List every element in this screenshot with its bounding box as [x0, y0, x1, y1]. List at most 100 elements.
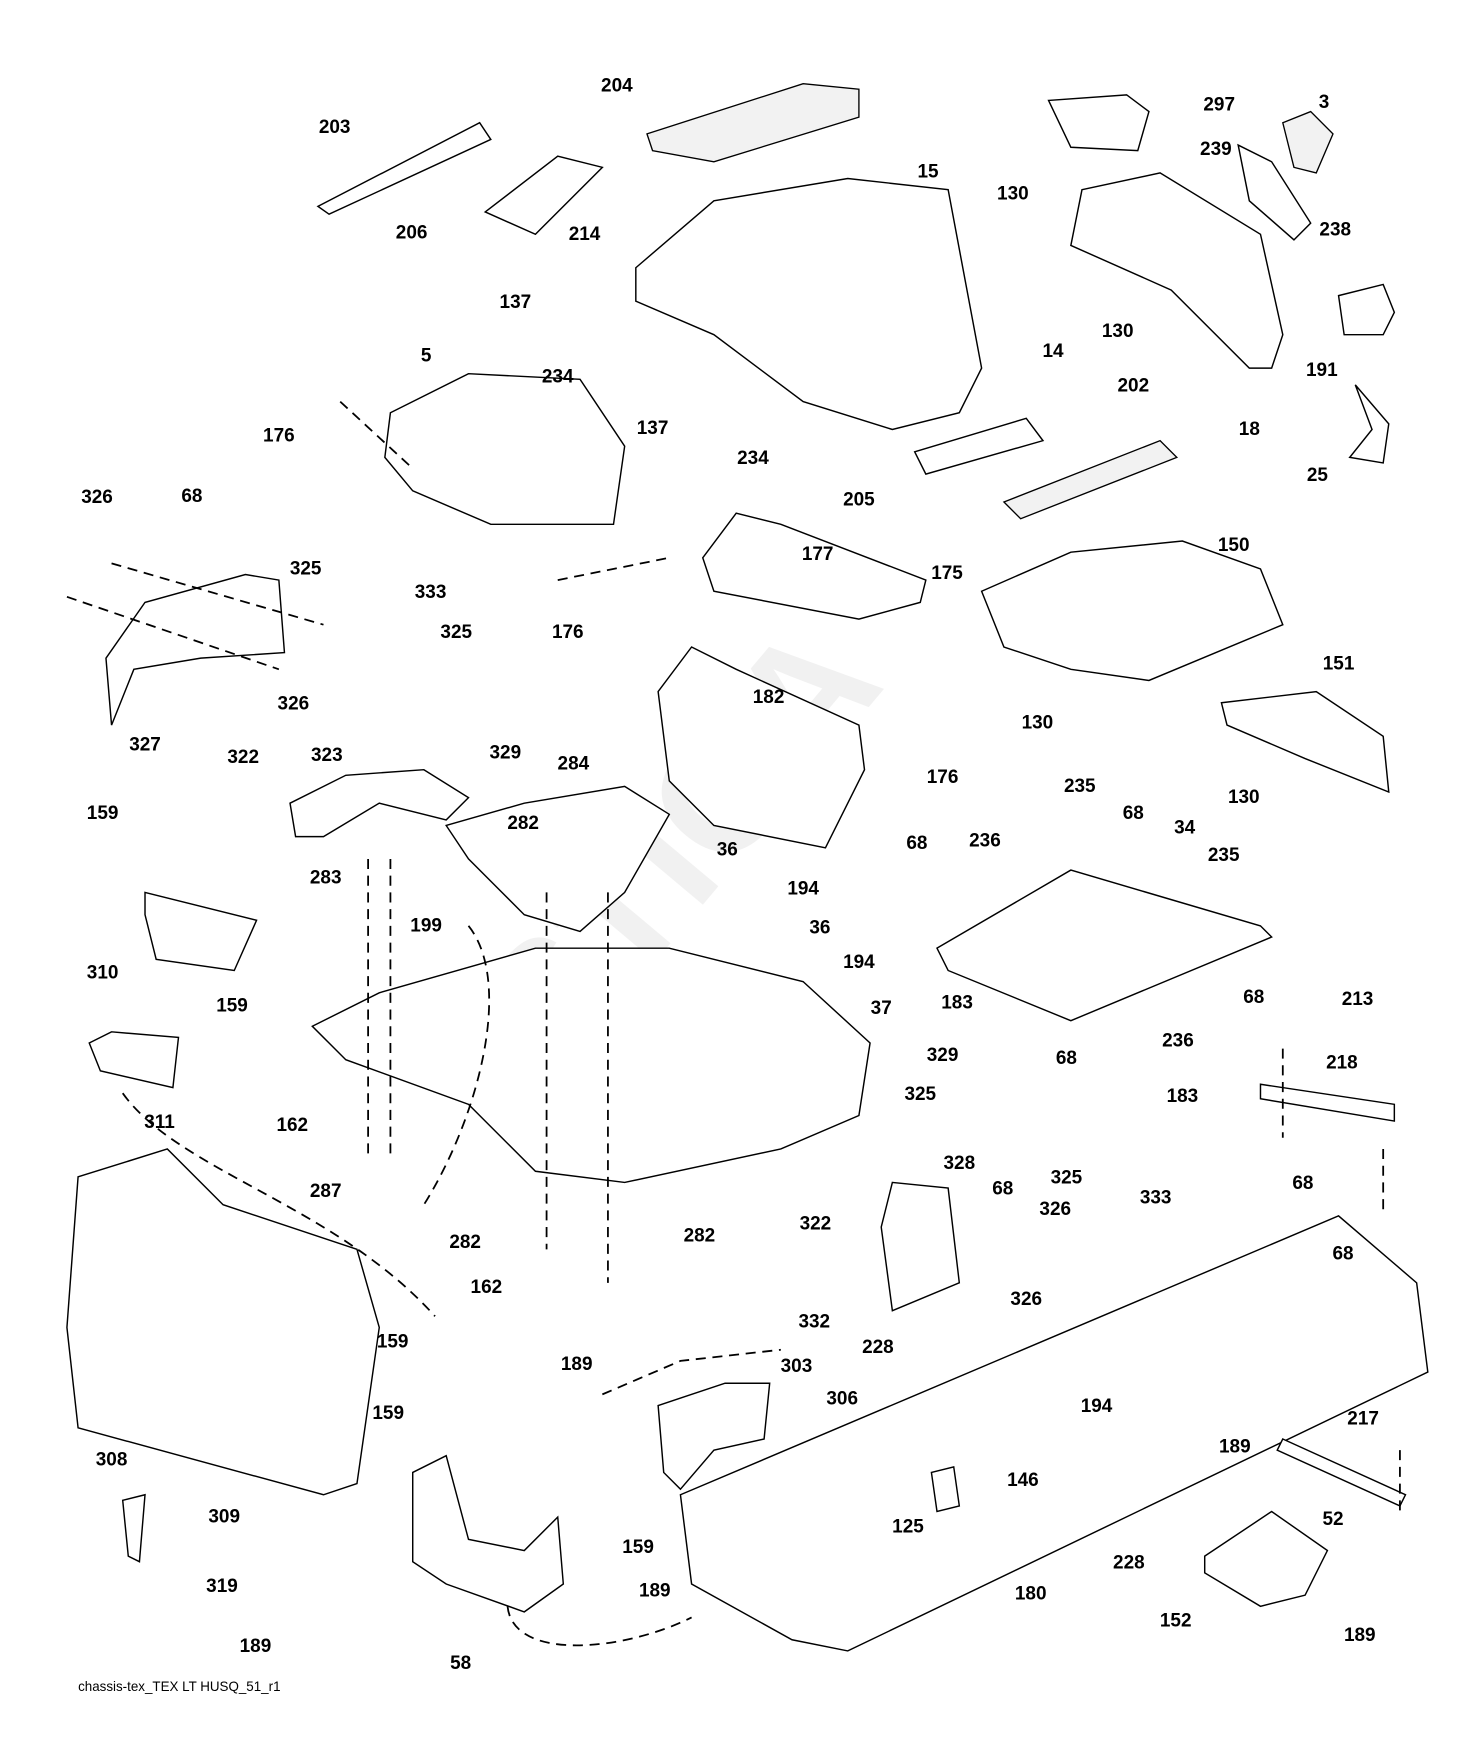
part-number-label: 180: [1015, 1584, 1047, 1605]
part-number-label: 329: [927, 1045, 959, 1066]
part-25: [1348, 384, 1390, 464]
part-number-label: 137: [500, 292, 532, 313]
guide-line: [506, 1606, 692, 1647]
part-number-label: 194: [1081, 1396, 1113, 1417]
part-number-label: 235: [1208, 845, 1240, 866]
part-number-label: 175: [931, 563, 963, 584]
part-number-label: 183: [1167, 1086, 1199, 1107]
part-number-label: 238: [1319, 219, 1351, 240]
part-number-label: 205: [843, 489, 875, 510]
guide-line: [423, 925, 491, 1206]
part-number-label: 311: [144, 1112, 175, 1133]
part-311: [88, 1031, 180, 1089]
part-number-label: 319: [206, 1576, 238, 1597]
guide-line: [66, 400, 670, 671]
part-125: [930, 1465, 961, 1513]
part-180-frame: [679, 1215, 1429, 1652]
part-number-label: 322: [227, 747, 259, 768]
part-number-label: 183: [941, 992, 973, 1013]
part-number-label: 176: [552, 622, 584, 643]
part-number-label: 68: [181, 486, 202, 507]
part-number-label: 3: [1319, 92, 1330, 113]
part-number-label: 323: [311, 745, 343, 766]
part-number-label: 58: [450, 1653, 471, 1674]
part-number-label: 206: [396, 223, 428, 244]
part-number-label: 325: [440, 622, 472, 643]
diagram-caption: chassis-tex_TEX LT HUSQ_51_r1: [78, 1679, 280, 1694]
part-number-label: 130: [1228, 787, 1260, 808]
guide-line: [121, 1092, 436, 1317]
part-number-label: 218: [1326, 1053, 1358, 1074]
part-303: [657, 1382, 771, 1491]
part-number-label: 303: [781, 1356, 813, 1377]
part-217: [1276, 1438, 1407, 1507]
part-number-label: 176: [927, 767, 959, 788]
part-number-label: 329: [489, 743, 521, 764]
part-number-label: 130: [1022, 712, 1054, 733]
part-218: [1259, 1083, 1396, 1122]
part-number-label: 159: [216, 996, 248, 1017]
part-319: [121, 1493, 146, 1563]
part-283-cover: [289, 768, 470, 838]
part-204-vent: [646, 83, 860, 163]
part-327-fender: [105, 573, 286, 726]
part-182-panel: [657, 646, 866, 849]
part-number-label: 189: [639, 1580, 671, 1601]
part-number-label: 36: [717, 840, 738, 861]
part-152: [1203, 1510, 1329, 1608]
part-number-label: 282: [507, 813, 539, 834]
part-number-label: 283: [310, 867, 342, 888]
part-number-label: 150: [1218, 535, 1250, 556]
guide-line: [602, 1348, 781, 1396]
part-number-label: 189: [561, 1354, 593, 1375]
part-number-label: 234: [542, 367, 574, 388]
part-34-plate: [936, 869, 1273, 1022]
part-number-label: 68: [1292, 1173, 1313, 1194]
part-number-label: 14: [1042, 341, 1064, 362]
part-number-label: 191: [1306, 360, 1338, 381]
part-5-console: [384, 372, 626, 526]
part-number-label: 36: [809, 918, 830, 939]
part-number-label: 37: [871, 998, 892, 1019]
part-206-duct: [483, 155, 604, 236]
part-number-label: 326: [1010, 1289, 1042, 1310]
part-number-label: 322: [800, 1213, 832, 1234]
part-number-label: 325: [290, 558, 322, 579]
part-number-label: 189: [1219, 1436, 1251, 1457]
part-number-label: 309: [208, 1507, 240, 1528]
part-number-label: 189: [240, 1636, 272, 1657]
part-number-label: 236: [969, 831, 1001, 852]
part-number-label: 68: [992, 1179, 1013, 1200]
part-3: [1282, 110, 1334, 174]
part-number-label: 332: [798, 1311, 830, 1332]
part-number-label: 34: [1174, 817, 1196, 838]
part-number-label: 282: [449, 1232, 481, 1253]
part-number-label: 189: [1344, 1625, 1376, 1646]
part-number-label: 130: [1102, 321, 1134, 342]
part-number-label: 159: [377, 1332, 409, 1353]
part-number-label: 52: [1322, 1509, 1343, 1530]
part-number-label: 306: [826, 1388, 858, 1409]
part-number-label: 297: [1203, 94, 1235, 115]
part-number-label: 25: [1307, 465, 1329, 486]
part-297: [1047, 94, 1150, 152]
part-310: [144, 891, 258, 972]
part-number-label: 68: [906, 833, 927, 854]
part-number-label: 202: [1118, 376, 1150, 397]
part-number-label: 5: [421, 345, 432, 366]
part-number-label: 217: [1347, 1408, 1379, 1429]
part-238: [1237, 143, 1312, 241]
part-number-label: 18: [1239, 419, 1260, 440]
part-number-label: 159: [87, 803, 119, 824]
part-number-label: 326: [1039, 1199, 1071, 1220]
part-number-label: 194: [787, 879, 819, 900]
part-number-label: 15: [918, 161, 940, 182]
part-number-label: 327: [129, 735, 161, 756]
part-number-label: 68: [1123, 803, 1144, 824]
part-number-label: 199: [410, 915, 442, 936]
part-number-label: 194: [843, 952, 875, 973]
part-151-bracket: [1220, 690, 1390, 794]
part-number-label: 137: [637, 418, 669, 439]
part-14-hood: [635, 177, 983, 431]
part-number-label: 125: [892, 1517, 924, 1538]
